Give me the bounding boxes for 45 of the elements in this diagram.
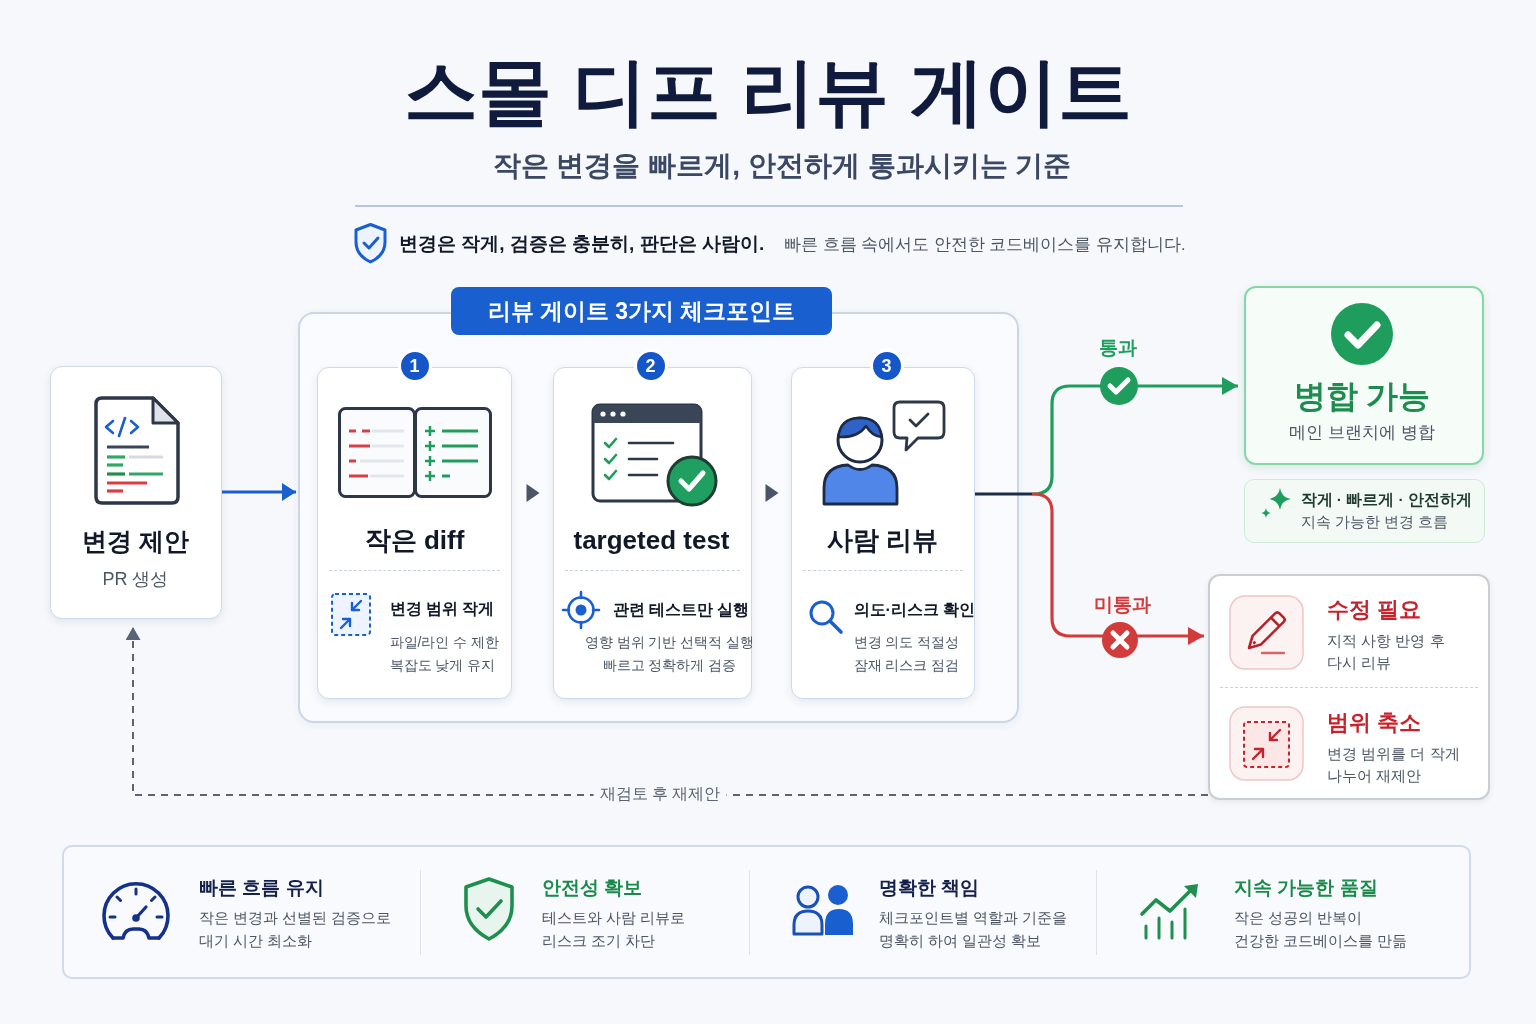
item-heading: 의도·리스크 확인 — [853, 600, 976, 620]
feature-band — [62, 845, 1471, 979]
card-title: 변경 제안 — [82, 526, 189, 557]
feature-description: 테스트와 사람 리뷰로 리스크 조기 차단 — [542, 908, 687, 951]
result-card — [1244, 286, 1484, 465]
arrow — [222, 483, 296, 501]
item-heading: 범위 축소 — [1327, 708, 1422, 737]
step-badge: 3 — [869, 348, 904, 383]
card-subtitle: 메인 브랜치에 병합 — [1289, 422, 1435, 444]
item-heading: 변경 범위 작게 — [389, 599, 495, 619]
feature-heading: 빠른 흐름 유지 — [199, 875, 324, 900]
subtitle: 작은 변경을 빠르게, 안전하게 통과시키는 기준 — [492, 149, 1072, 183]
item-heading: 관련 테스트만 실행 — [612, 600, 750, 620]
note-card — [1244, 479, 1485, 543]
title-banner: 리뷰 게이트 3가지 체크포인트 — [451, 287, 832, 335]
action-panel — [1208, 574, 1490, 800]
step-badge: 1 — [397, 348, 432, 383]
note-heading: 작게 · 빠르게 · 안전하게 — [1300, 489, 1473, 510]
tagline: 변경은 작게, 검증은 충분히, 판단은 사람이. — [399, 231, 765, 256]
step-badge: 2 — [633, 348, 668, 383]
card-title: 사람 리뷰 — [826, 523, 939, 557]
card-title: 병합 가능 — [1293, 377, 1431, 416]
branch-arrow — [1031, 492, 1204, 645]
item-description: 지적 사항 반영 후 다시 리뷰 — [1327, 631, 1446, 673]
feature-description: 체크포인트별 역할과 기준을 명확히 하여 일관성 확보 — [879, 908, 1069, 951]
feature-description: 작은 성공의 반복이 건강한 코드베이스를 만듦 — [1234, 908, 1409, 951]
item-description: 영향 범위 기반 선택적 실행 빠르고 정확하게 검증 — [583, 633, 756, 675]
card-subtitle: PR 생성 — [102, 568, 169, 591]
chevron-arrow — [765, 484, 779, 502]
process-card — [50, 366, 222, 619]
item-description: 변경 범위를 더 작게 나누어 재제안 — [1327, 744, 1461, 786]
card-title: 작은 diff — [364, 523, 465, 557]
tagline-note: 빠른 흐름 속에서도 안전한 코드베이스를 유지합니다. — [784, 233, 1186, 255]
item-description: 파일/라인 수 제한 복잡도 낮게 유지 — [389, 633, 501, 675]
item-heading: 수정 필요 — [1327, 595, 1422, 624]
dashed-arrow — [125, 626, 1209, 796]
item-description: 변경 의도 적절성 잠재 리스크 점검 — [853, 633, 961, 675]
feature-description: 작은 변경과 선별된 검증으로 대기 시간 최소화 — [199, 908, 393, 951]
card-title: targeted test — [573, 523, 730, 557]
feature-heading: 안전성 확보 — [542, 875, 643, 900]
feature-heading: 명확한 책임 — [879, 875, 980, 900]
feature-heading: 지속 가능한 품질 — [1234, 875, 1378, 900]
title: 스몰 디프 리뷰 게이트 — [404, 49, 1132, 135]
note-text: 지속 가능한 변경 흐름 — [1300, 511, 1448, 532]
chevron-arrow — [526, 484, 540, 502]
